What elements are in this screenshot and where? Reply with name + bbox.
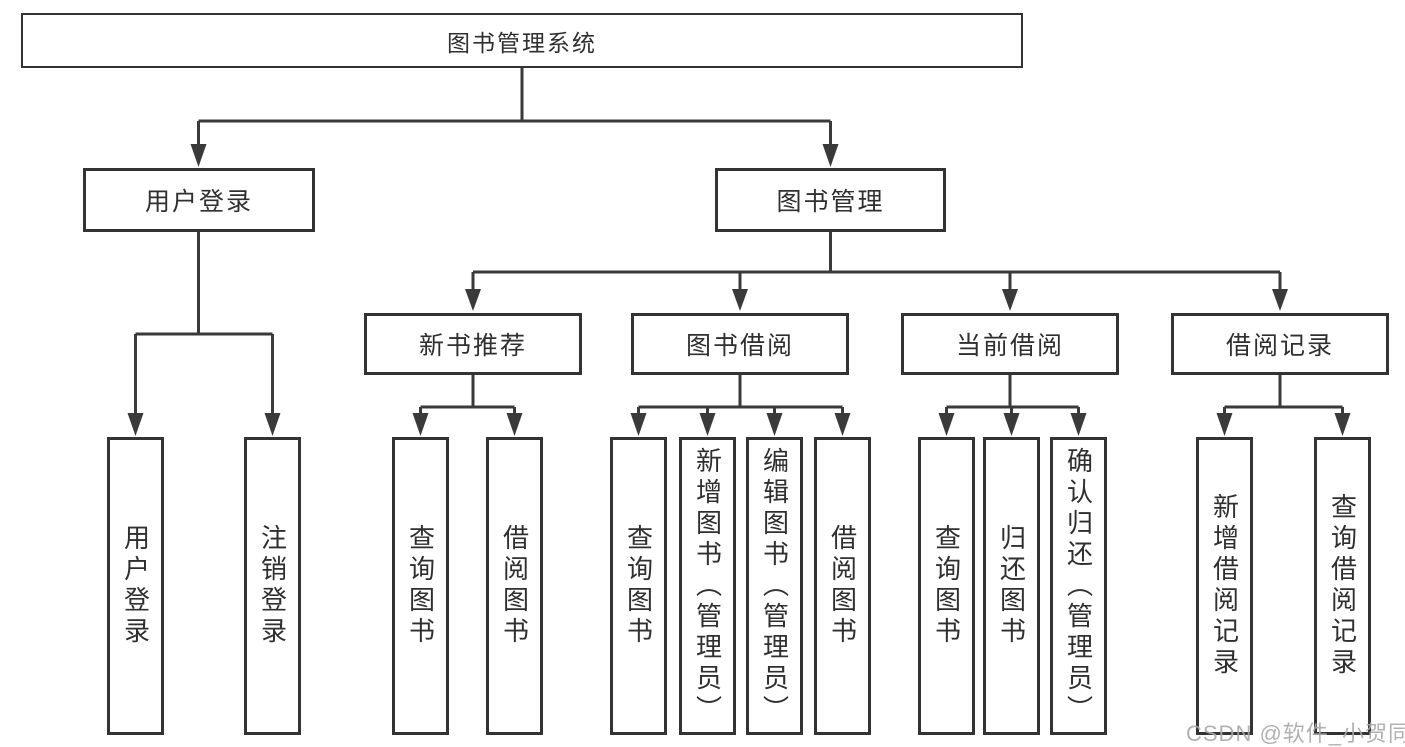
leaf-user-login: 用户登录 — [107, 437, 164, 735]
leaf-borrowing-add-books: 新增图书（管理员） — [679, 437, 736, 735]
leaf-current-query-books-label: 查询图书 — [931, 524, 962, 648]
leaf-recommend-query-books: 查询图书 — [392, 437, 449, 735]
leaf-recommend-borrow-books: 借阅图书 — [486, 437, 543, 735]
node-new-book-recommend: 新书推荐 — [364, 313, 582, 375]
node-user-login: 用户登录 — [83, 168, 315, 232]
leaf-logout: 注销登录 — [244, 437, 301, 735]
leaf-borrowing-query-books: 查询图书 — [610, 437, 667, 735]
leaf-current-confirm-return: 确认归还（管理员） — [1050, 437, 1107, 735]
node-book-borrowing: 图书借阅 — [631, 313, 849, 375]
leaf-recommend-query-books-label: 查询图书 — [405, 524, 436, 648]
leaf-borrowing-borrow-books-label: 借阅图书 — [827, 524, 858, 648]
leaf-current-return-books-label: 归还图书 — [996, 524, 1027, 648]
leaf-borrowing-borrow-books: 借阅图书 — [814, 437, 871, 735]
leaf-current-query-books: 查询图书 — [918, 437, 975, 735]
node-borrowing-records: 借阅记录 — [1171, 313, 1389, 375]
node-root: 图书管理系统 — [21, 13, 1023, 68]
leaf-current-return-books: 归还图书 — [983, 437, 1040, 735]
leaf-records-query-record: 查询借阅记录 — [1314, 437, 1371, 735]
leaf-borrowing-edit-books-label: 编辑图书（管理员） — [759, 446, 790, 726]
leaf-borrowing-query-books-label: 查询图书 — [623, 524, 654, 648]
node-borrowing-records-label: 借阅记录 — [1225, 332, 1334, 360]
node-root-label: 图书管理系统 — [447, 29, 597, 56]
leaf-logout-label: 注销登录 — [257, 524, 288, 648]
node-book-borrowing-label: 图书借阅 — [685, 332, 794, 360]
node-user-login-label: 用户登录 — [144, 188, 253, 216]
leaf-records-add-record-label: 新增借阅记录 — [1209, 493, 1240, 679]
leaf-borrowing-add-books-label: 新增图书（管理员） — [692, 446, 723, 726]
leaf-records-add-record: 新增借阅记录 — [1196, 437, 1253, 735]
node-current-borrowing-label: 当前借阅 — [955, 332, 1064, 360]
leaf-recommend-borrow-books-label: 借阅图书 — [499, 524, 530, 648]
leaf-user-login-label: 用户登录 — [120, 524, 151, 648]
node-current-borrowing: 当前借阅 — [901, 313, 1119, 375]
leaf-current-confirm-return-label: 确认归还（管理员） — [1063, 446, 1094, 726]
node-book-management: 图书管理 — [715, 168, 946, 232]
node-book-management-label: 图书管理 — [776, 188, 885, 216]
csdn-watermark: CSDN @软件_小贺同学 — [1186, 721, 1405, 746]
leaf-borrowing-edit-books: 编辑图书（管理员） — [746, 437, 803, 735]
leaf-records-query-record-label: 查询借阅记录 — [1327, 493, 1358, 679]
node-new-book-recommend-label: 新书推荐 — [418, 332, 527, 360]
